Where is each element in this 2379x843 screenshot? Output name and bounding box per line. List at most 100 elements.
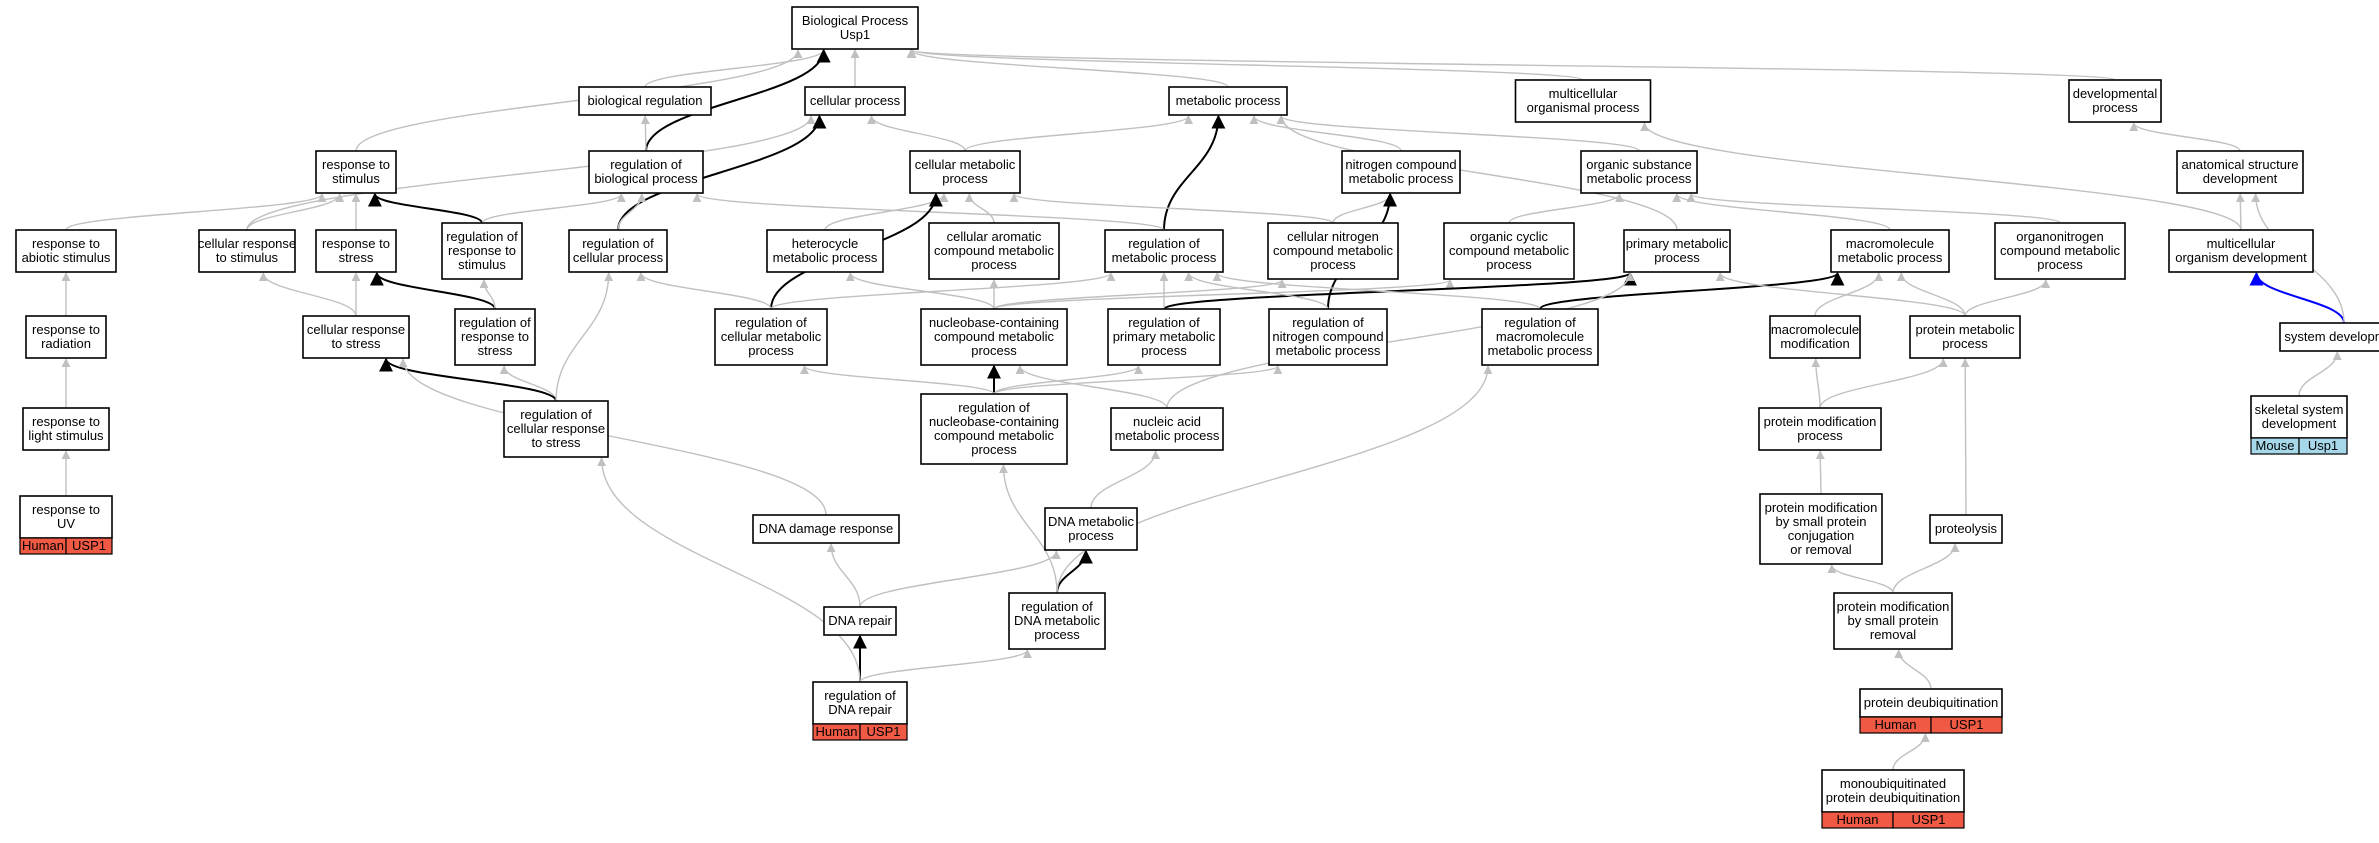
edge-regcell-to-regbio — [617, 193, 647, 231]
edge-sysdev-to-multidev — [2249, 271, 2345, 324]
node-label-line: removal — [1870, 627, 1916, 642]
node-label-line: metabolic process — [1176, 93, 1281, 108]
node-label-line: light stimulus — [28, 428, 104, 443]
edge-protmeta-to-primmeta — [1715, 272, 1966, 317]
node-label-line: protein modification — [1765, 500, 1878, 515]
node-label-line: compound metabolic — [934, 428, 1054, 443]
go-term-node-sysdev[interactable]: system development — [2279, 322, 2379, 352]
node-label-line: primary metabolic — [1113, 329, 1216, 344]
node-box — [920, 393, 1068, 465]
node-label-line: regulation of — [1292, 315, 1364, 330]
go-term-node-proteolysis[interactable]: proteolysis — [1929, 514, 2003, 544]
edge-primmeta-to-metaproc — [1276, 115, 1678, 231]
go-term-node-cellproc[interactable]: cellular process — [804, 86, 906, 116]
node-box — [928, 222, 1060, 280]
node-box — [714, 308, 828, 366]
edge-protmodremoval-to-proteolysis — [1892, 543, 1960, 594]
node-label-line: cellular process — [573, 250, 664, 265]
node-label-line: to stimulus — [216, 250, 279, 265]
edge-regnucbase-to-regprim — [993, 365, 1143, 395]
go-term-node-regnucbase[interactable]: regulation ofnucleobase-containingcompou… — [920, 393, 1068, 465]
go-term-node-metaproc[interactable]: metabolic process — [1168, 86, 1288, 116]
node-label-line: cellular response — [507, 421, 605, 436]
node-label-line: stress — [478, 343, 513, 358]
node-box — [823, 606, 897, 636]
node-box — [804, 86, 906, 116]
node-label-line: regulation of — [582, 236, 654, 251]
node-box — [1443, 222, 1575, 280]
edge-regbio-to-bioreg — [640, 115, 650, 152]
edge-arom-to-cellmeta — [964, 193, 995, 224]
edge-skeletal-to-sysdev — [2298, 351, 2342, 397]
go-term-node-dnarepair[interactable]: DNA repair — [823, 606, 897, 636]
gene-label: USP1 — [867, 724, 901, 739]
node-label-line: anatomical structure — [2181, 157, 2298, 172]
node-label-line: nucleic acid — [1133, 414, 1201, 429]
gene-badge — [1930, 716, 2003, 734]
edge-monodeubiq-to-deubiq — [1892, 733, 1930, 771]
node-label-line: regulation of — [1021, 599, 1093, 614]
node-label-line: stimulus — [458, 257, 506, 272]
node-box — [1267, 222, 1399, 280]
go-term-node-dnadamage[interactable]: DNA damage response — [752, 514, 900, 544]
edge-cellrespstim-to-respstim — [246, 193, 345, 231]
gene-badge — [65, 537, 113, 555]
edge-regcellmeta-to-regcell — [636, 272, 772, 310]
go-term-node-bioreg[interactable]: biological regulation — [578, 86, 712, 116]
edge-cellnitro-to-nitro — [1332, 193, 1396, 224]
node-label-line: skeletal system — [2255, 402, 2344, 417]
node-label-line: nucleobase-containing — [929, 414, 1059, 429]
gene-badge — [1892, 811, 1965, 829]
node-label-line: multicellular — [1549, 86, 1618, 101]
node-label-line: development — [2262, 416, 2337, 431]
node-label-line: regulation of — [520, 407, 592, 422]
node-label-line: compound metabolic — [1273, 243, 1393, 258]
